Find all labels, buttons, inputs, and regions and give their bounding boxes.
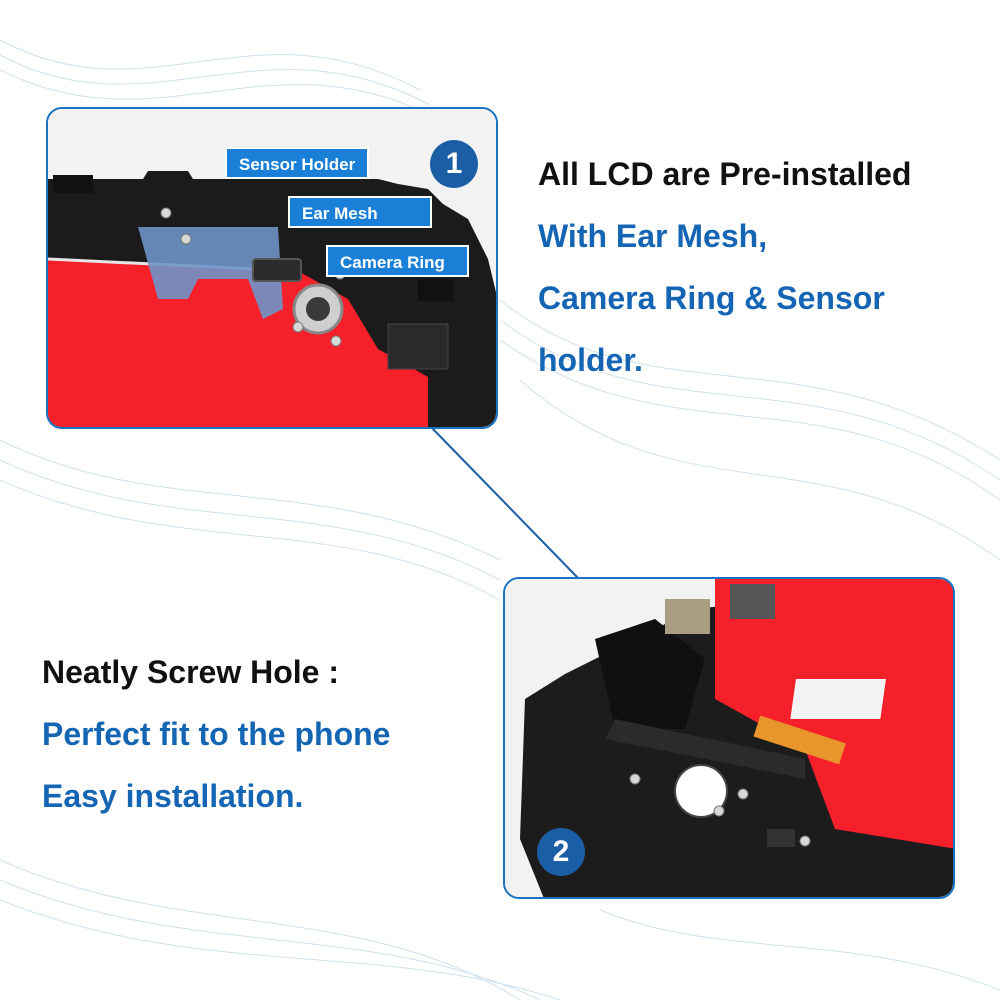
feature-text-preinstalled: All LCD are Pre-installed With Ear Mesh,… <box>538 143 978 391</box>
feature-line: Camera Ring & Sensor <box>538 280 885 316</box>
sensor-holder-callout: Sensor Holder <box>225 147 370 179</box>
ear-mesh-callout: Ear Mesh <box>288 196 432 228</box>
feature-text-screw-hole: Neatly Screw Hole : Perfect fit to the p… <box>42 641 472 827</box>
camera-ring-callout: Camera Ring <box>326 245 469 277</box>
feature-heading-preinstalled: All LCD are Pre-installed <box>538 156 912 192</box>
feature-line: Perfect fit to the phone <box>42 716 391 752</box>
step-badge-2: 2 <box>537 828 585 876</box>
detail-panel-bottom: 2 <box>503 577 955 899</box>
detail-panel-top: Sensor Holder Ear Mesh Camera Ring 1 <box>46 107 498 429</box>
feature-line: Easy installation. <box>42 778 304 814</box>
feature-heading-screw-hole: Neatly Screw Hole : <box>42 654 339 690</box>
step-badge-1: 1 <box>430 140 478 188</box>
feature-line: With Ear Mesh, <box>538 218 768 254</box>
lcd-bottom-closeup-photo <box>505 579 953 897</box>
feature-line: holder. <box>538 342 643 378</box>
